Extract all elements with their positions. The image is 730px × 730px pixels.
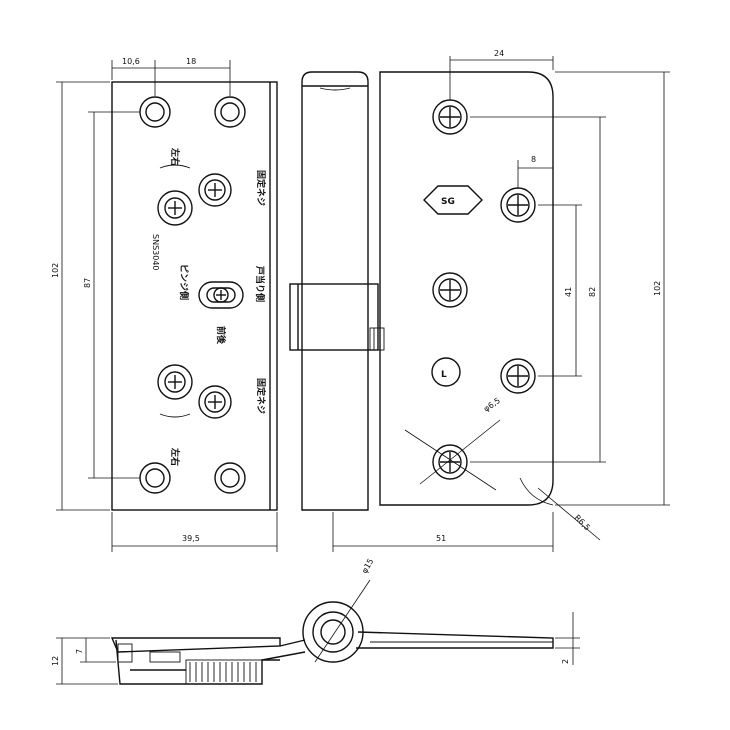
section-knuckle-icon — [302, 601, 364, 663]
dim-total-thickness: 12 — [51, 656, 60, 666]
dim-knuckle-diameter: φ15 — [360, 557, 376, 575]
label-left-right-top: 左右 — [169, 147, 181, 166]
dim-height-inner-left: 87 — [83, 278, 92, 288]
fixing-screw-bottom-icon — [198, 385, 232, 419]
right-leaf-hole-center — [432, 272, 468, 308]
label-door-stop-side: 戸当り側 — [254, 266, 266, 302]
left-leaf-top-right-hole — [214, 96, 246, 128]
dim-corner-radius: R6,5 — [573, 513, 592, 532]
right-leaf-outline — [379, 71, 554, 506]
label-fixing-screw-bottom: 固定ネジ — [255, 378, 267, 414]
dim-plate-thickness: 2 — [561, 659, 570, 664]
left-leaf-outline — [111, 81, 278, 511]
left-leaf-dimensions: 10,6 18 102 87 39,5 — [51, 57, 278, 552]
dim-height-outer-left: 102 — [51, 263, 60, 278]
adjust-screw-bottom-icon — [157, 364, 193, 400]
rotate-arrow-bottom-icon — [159, 413, 191, 418]
sg-brand-logo: SG — [423, 185, 483, 215]
dim-top-spacing: 18 — [186, 57, 196, 66]
right-leaf: SG L — [379, 71, 554, 506]
label-left-right-bottom: 左右 — [169, 447, 181, 466]
hand-mark-text: L — [441, 370, 447, 380]
label-pin-side: ピンジ側 — [178, 264, 190, 300]
left-leaf-top-left-hole — [139, 96, 171, 128]
left-leaf: 左右 左右 固定ネジ 固定ネジ SNS3040 ピンジ側 戸当り側 前後 — [111, 81, 278, 511]
dim-leaf-thickness: 7 — [75, 649, 84, 654]
right-leaf-hole-bottom — [432, 444, 468, 480]
dim-top-offset: 10,6 — [122, 57, 140, 66]
hand-mark-circle: L — [431, 357, 461, 387]
label-fixing-screw-top: 固定ネジ — [255, 170, 267, 206]
dim-width-left: 39,5 — [182, 534, 200, 543]
left-leaf-bottom-right-hole — [214, 462, 246, 494]
label-model: SNS3040 — [151, 234, 160, 271]
dim-height-outer-right: 102 — [653, 281, 662, 296]
fixing-screw-top-icon — [198, 173, 232, 207]
dim-top-offset-right: 24 — [494, 49, 504, 58]
label-front-back: 前後 — [215, 326, 227, 345]
left-leaf-bottom-left-hole — [139, 462, 171, 494]
right-leaf-hole-top — [432, 99, 468, 135]
dim-small-offset: 8 — [531, 155, 536, 164]
right-leaf-dimensions: 24 8 41 82 102 51 φ6,5 R6,5 — [332, 49, 670, 552]
section-view: φ15 12 7 2 — [51, 557, 580, 685]
dim-width-right: 51 — [436, 534, 446, 543]
center-slot-screw-icon — [198, 281, 244, 309]
brand-text: SG — [441, 197, 455, 207]
right-leaf-hole-upper-right — [500, 187, 536, 223]
adjust-screw-top-icon — [157, 190, 193, 226]
right-leaf-hole-lower-right — [500, 358, 536, 394]
hinge-knuckle — [289, 71, 385, 511]
dim-hole-diameter: φ6,5 — [482, 396, 502, 414]
dim-hole-spacing: 41 — [564, 287, 573, 297]
rotate-arrow-top-icon — [159, 164, 191, 169]
dim-height-inner-right: 82 — [588, 287, 597, 297]
